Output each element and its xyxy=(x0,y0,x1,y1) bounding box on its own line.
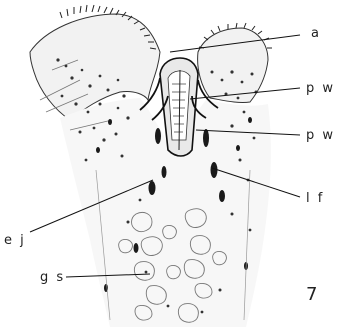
tissue-section xyxy=(30,14,271,327)
right-lobe xyxy=(198,28,268,103)
label-pw-bottom: p w xyxy=(306,128,335,143)
label-a: a xyxy=(311,26,321,41)
label-gs: g s xyxy=(40,270,65,285)
figure-number: 7 xyxy=(306,284,317,305)
label-ej: e j xyxy=(4,233,26,248)
label-pw-top: p w xyxy=(306,81,335,96)
label-lf: l f xyxy=(306,191,324,206)
